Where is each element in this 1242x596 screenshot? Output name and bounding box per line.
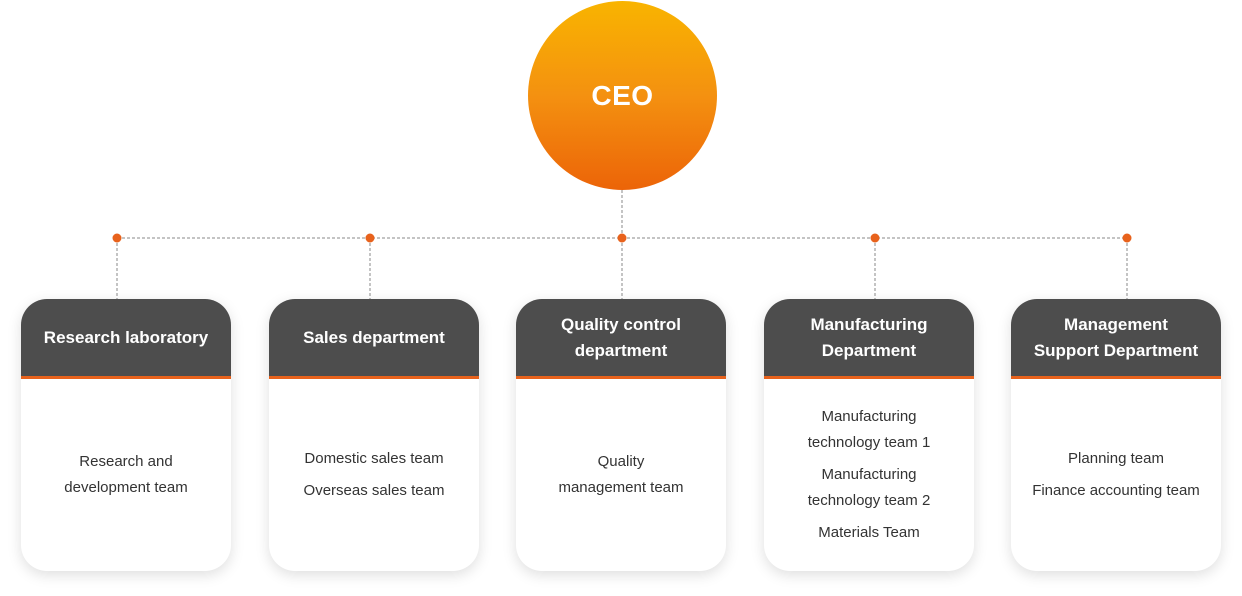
department-title-line: Research laboratory (43, 327, 209, 347)
team-name-line: technology team 1 (807, 434, 931, 451)
team-name-line: Planning team (1068, 450, 1164, 467)
team-item: Planning team (1068, 446, 1164, 472)
ceo-node: CEO (528, 1, 717, 190)
department-title-line: Manufacturing (810, 314, 928, 334)
team-item: Materials Team (818, 520, 919, 546)
team-name-line: technology team 2 (807, 492, 931, 509)
team-name-line: Quality (597, 453, 645, 470)
department-title: Research laboratory (21, 299, 231, 379)
department-title-line: Department (821, 340, 917, 360)
team-name-line: Overseas sales team (303, 482, 445, 499)
department-title: Quality control department (516, 299, 726, 379)
department-title-line: Quality control (561, 314, 681, 334)
ceo-label: CEO (591, 79, 654, 111)
team-name-line: Domestic sales team (304, 450, 444, 467)
department-title-line: Management (1064, 314, 1168, 334)
team-item: Manufacturing technology team 2 (808, 462, 931, 514)
department-title-line: department (574, 340, 668, 360)
team-name-line: Finance accounting team (1032, 482, 1200, 499)
department-title-line: Sales department (303, 327, 445, 347)
team-name-line: Research and (79, 453, 173, 470)
team-item: Overseas sales team (304, 478, 445, 504)
connector-dot (365, 233, 375, 243)
team-item: Quality management team (558, 449, 683, 501)
connector-dot (870, 233, 880, 243)
department-title: Sales department (269, 299, 479, 379)
team-item: Research and development team (64, 449, 187, 501)
connector-dot (112, 233, 122, 243)
connector-dot (1122, 233, 1132, 243)
team-name-line: Manufacturing (821, 466, 917, 483)
team-name-line: Manufacturing (821, 408, 917, 425)
team-item: Domestic sales team (304, 446, 443, 472)
team-list: Quality management team (516, 379, 726, 571)
team-item: Finance accounting team (1032, 478, 1200, 504)
team-name-line: development team (64, 479, 188, 496)
department-title-line: Support Department (1033, 340, 1199, 360)
team-list: Research and development team (21, 379, 231, 571)
team-item: Manufacturing technology team 1 (808, 404, 931, 456)
team-name-line: management team (558, 479, 684, 496)
team-name-line: Materials Team (818, 524, 920, 541)
connector-dot (617, 233, 627, 243)
